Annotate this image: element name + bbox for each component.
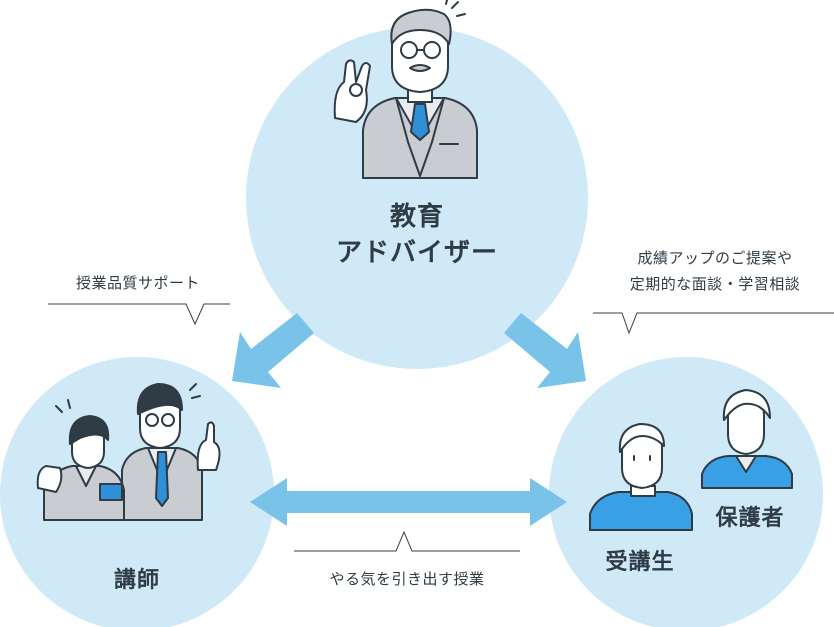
instructors-illustration	[36, 383, 221, 521]
proposals-callout-line1: 成績アップのご提案や	[637, 249, 793, 267]
proposals-callout-line2: 定期的な面談・学習相談	[629, 275, 801, 293]
lesson-support-callout: 授業品質サポート	[75, 274, 200, 292]
advisor-label-line2: アドバイザー	[335, 238, 498, 268]
student-circle	[549, 357, 823, 627]
instructor-label: 講師	[113, 568, 160, 593]
motivating-lessons-callout: やる気を引き出す授業	[329, 570, 485, 588]
advisor-illustration	[333, 0, 478, 179]
advisor-label-line1: 教育	[389, 202, 444, 232]
advisor-label: 教育 アドバイザー	[317, 199, 517, 271]
advisor-circle	[246, 27, 588, 369]
student-guardian-illustration	[589, 389, 793, 531]
guardian-label: 保護者	[715, 506, 785, 531]
arrow-advisor-to-student	[504, 313, 586, 388]
callout-frame-lesson-support	[48, 303, 230, 326]
callout-frame-motivating	[294, 530, 520, 552]
arrow-instructor-student-double	[250, 478, 567, 526]
student-label: 受講生	[605, 550, 675, 575]
proposals-callout: 成績アップのご提案や 定期的な面談・学習相談	[600, 245, 830, 297]
callout-frame-proposals	[593, 312, 834, 335]
arrow-advisor-to-instructor	[232, 313, 314, 388]
